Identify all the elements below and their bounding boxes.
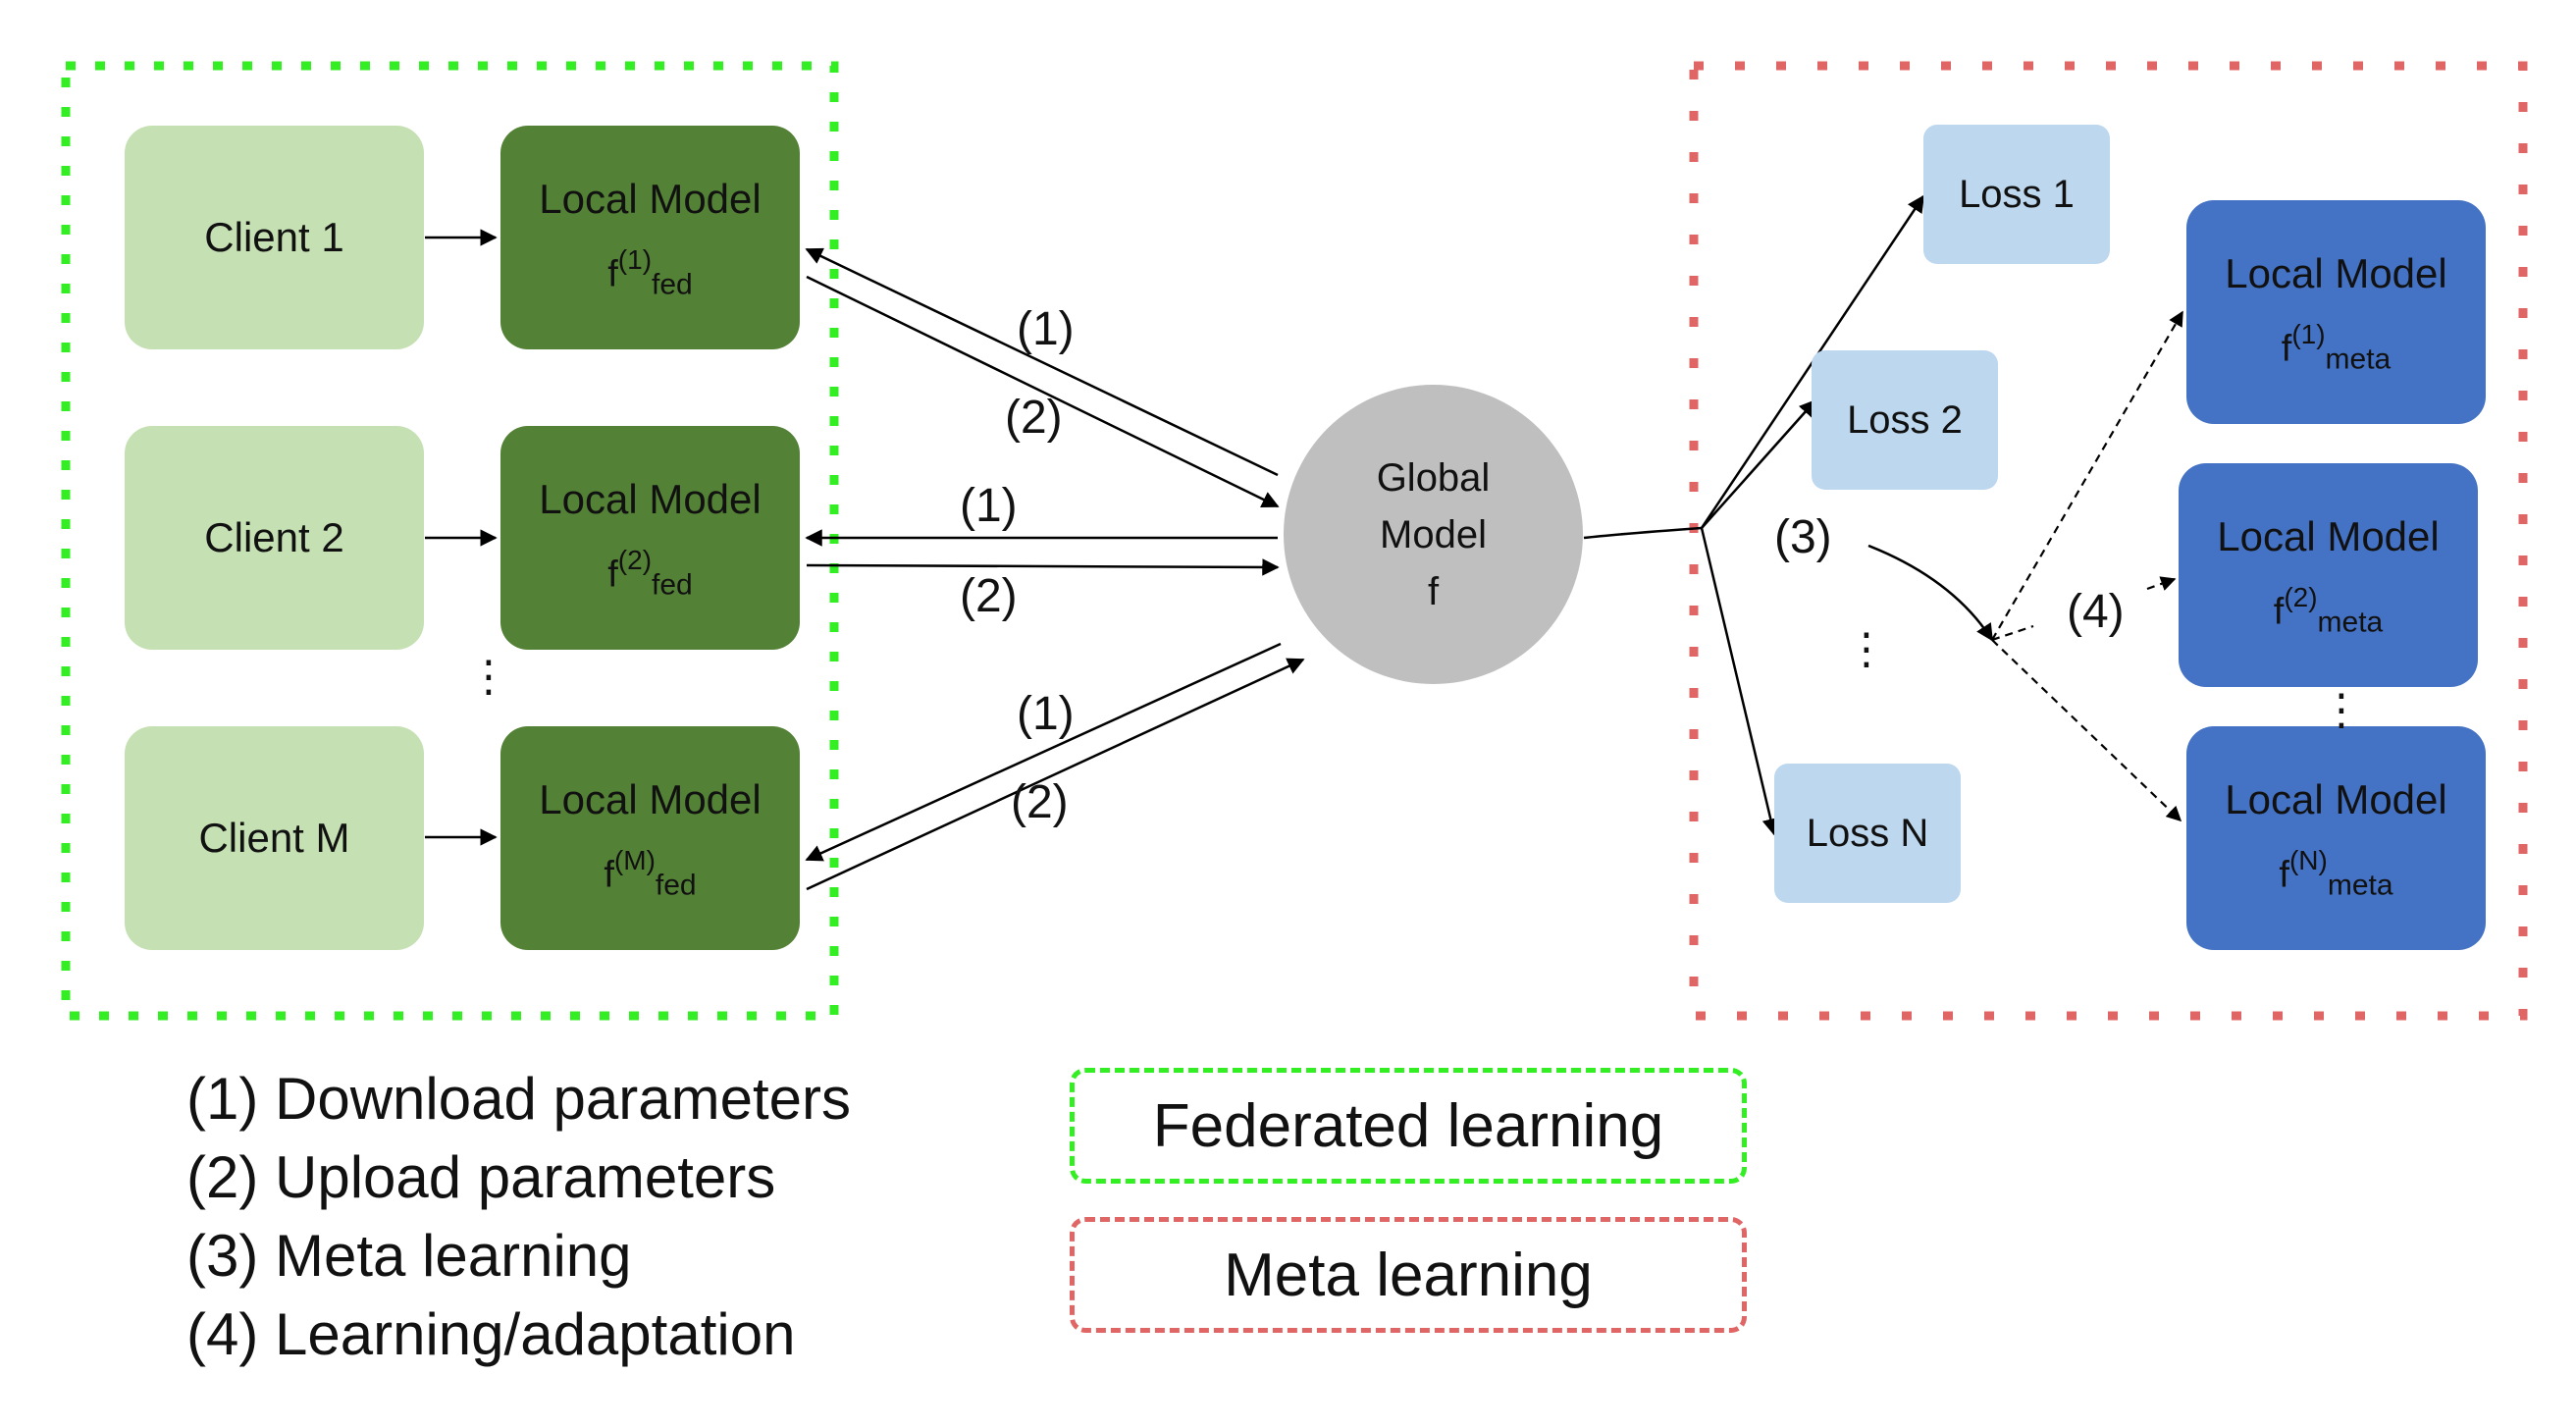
label-upload-top: (2): [1005, 392, 1063, 444]
local-model-meta-1: Local Model f(1)meta: [2186, 200, 2486, 424]
loss-n-label: Loss N: [1806, 811, 1929, 855]
global-model-line3: f: [1427, 569, 1440, 613]
loss-2-label: Loss 2: [1847, 397, 1963, 442]
local-model-meta-n-symbol: f(N)meta: [2279, 844, 2393, 902]
legend-item-meta: (3) Meta learning: [186, 1223, 632, 1289]
loss-n-box: Loss N: [1774, 764, 1961, 903]
label-download-bot: (1): [1017, 688, 1075, 740]
local-model-meta-2: Local Model f(2)meta: [2179, 463, 2478, 687]
local-model-fed-2: Local Model f(2)fed: [500, 426, 800, 650]
local-model-meta-n-title: Local Model: [2225, 776, 2447, 823]
label-upload-bot: (2): [1011, 776, 1069, 828]
meta-model-ellipsis: ⋮: [2320, 686, 2363, 734]
loss-1-label: Loss 1: [1959, 172, 2075, 216]
legend-item-download: (1) Download parameters: [186, 1066, 851, 1132]
meta-arrow-loss2: [1701, 398, 1817, 529]
key-federated-learning: Federated learning: [1070, 1068, 1747, 1184]
label-download-mid: (1): [960, 480, 1018, 532]
loss-2-box: Loss 2: [1812, 350, 1998, 490]
global-model-line2: Model: [1380, 512, 1487, 556]
meta-panel-border: [1689, 61, 2528, 1021]
upload-arrow-bot: [806, 658, 1305, 891]
legend-item-upload: (2) Upload parameters: [186, 1144, 776, 1210]
upload-arrow-top: [806, 275, 1280, 508]
label-upload-mid: (2): [960, 570, 1018, 622]
local-model-fed-2-symbol: f(2)fed: [607, 544, 693, 602]
download-arrow-top: [805, 247, 1279, 477]
global-to-meta-line: [1583, 526, 1703, 540]
client-ellipsis: ⋮: [467, 653, 510, 701]
loss-ellipsis: ⋮: [1845, 625, 1888, 673]
local-model-fed-1-symbol: f(1)fed: [607, 243, 693, 301]
local-model-meta-2-title: Local Model: [2217, 513, 2440, 560]
local-model-meta-1-symbol: f(1)meta: [2281, 318, 2392, 376]
adapt-arrow-model2: [1991, 624, 2034, 642]
download-arrow-bot: [805, 642, 1282, 862]
federated-panel-border: [61, 61, 839, 1021]
local-model-fed-1-title: Local Model: [539, 176, 762, 223]
meta-arrow-adapt: [1867, 544, 1994, 642]
legend-item-adaptation: (4) Learning/adaptation: [186, 1301, 796, 1367]
client-m-label: Client M: [198, 815, 350, 861]
loss-1-box: Loss 1: [1923, 125, 2110, 264]
local-model-fed-2-title: Local Model: [539, 476, 762, 523]
global-model-line1: Global: [1376, 455, 1491, 500]
client-2-box: Client 2: [125, 426, 424, 650]
meta-arrow-lossN: [1700, 527, 1779, 836]
adapt-arrow-modelN: [1991, 639, 2182, 822]
client-1-box: Client 1: [125, 126, 424, 349]
local-model-fed-m-title: Local Model: [539, 776, 762, 823]
key-meta-label: Meta learning: [1224, 1241, 1593, 1309]
upload-arrow-mid: [806, 558, 1280, 576]
local-model-meta-1-title: Local Model: [2225, 250, 2447, 297]
global-model-circle: Global Model f: [1284, 385, 1583, 684]
label-adaptation: (4): [2067, 586, 2125, 638]
local-model-fed-m: Local Model f(M)fed: [500, 726, 800, 950]
local-model-meta-n: Local Model f(N)meta: [2186, 726, 2486, 950]
client-2-label: Client 2: [204, 514, 344, 560]
key-federated-label: Federated learning: [1152, 1091, 1664, 1160]
local-model-fed-m-symbol: f(M)fed: [604, 844, 697, 902]
key-meta-learning: Meta learning: [1070, 1217, 1747, 1333]
adapt-arrow-model2-tail: [2146, 576, 2177, 591]
local-model-fed-1: Local Model f(1)fed: [500, 126, 800, 349]
local-model-meta-2-symbol: f(2)meta: [2273, 581, 2384, 639]
client-m-box: Client M: [125, 726, 424, 950]
client-1-label: Client 1: [204, 214, 344, 260]
label-meta-learning: (3): [1774, 511, 1832, 563]
label-download-top: (1): [1017, 303, 1075, 355]
